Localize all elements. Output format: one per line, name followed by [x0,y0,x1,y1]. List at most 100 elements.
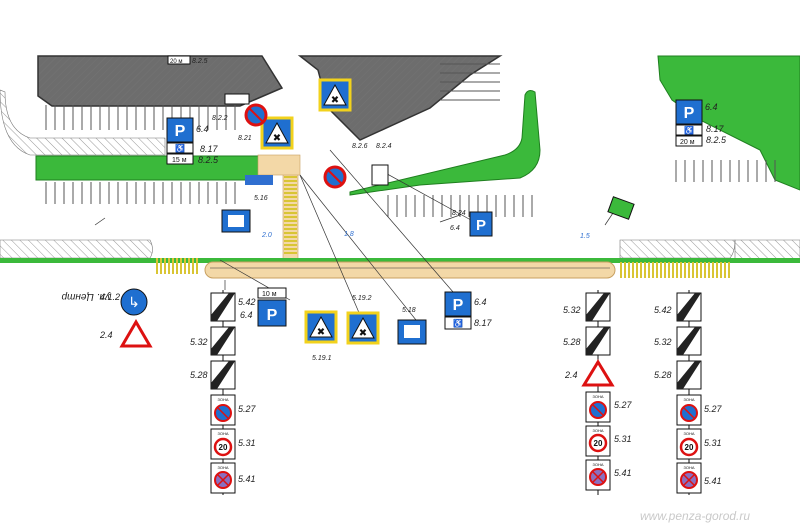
zone-no-stopping-cr[interactable]: ЗОНА 5.27 [585,391,633,423]
parking-stalls-right [670,160,780,182]
crossing-sign-median-a[interactable]: ✖ 5.19.1 [304,310,338,362]
watermark: www.penza-gorod.ru [640,509,750,523]
road-curb-top [0,239,800,263]
parking-sign-center-top[interactable]: P 6.4 [450,211,493,237]
zone-end-sign-r-1[interactable]: 5.42 [654,292,702,322]
crossing-sign-top-b[interactable]: ✖ [318,78,352,112]
zone-end-sign-cr-1[interactable]: 5.32 [563,292,611,322]
svg-text:P: P [684,105,695,122]
sidewalk-vertical [282,164,299,261]
main-road-median [0,258,800,279]
dim-label-c: 1.5 [580,233,590,240]
street-label: ул. Центр [61,291,111,302]
bus-median-code: 5.18 [402,307,416,314]
parking-sign-median[interactable]: P 10 м 6.4 [240,287,287,327]
svg-text:♿: ♿ [684,125,694,135]
parking-sign-median-right[interactable]: P ♿ 6.4 8.17 [444,291,493,330]
zone-end-sign-cr-2[interactable]: 5.28 [563,326,611,356]
parking-sign-right-plate-code: 8.17 [706,124,725,134]
crossing-median-a-code: 5.19.1 [312,355,332,362]
dim-label-b: 1.8 [344,231,354,238]
zone-plate-cr-b: ЗОНА [592,428,603,433]
zone-cr-4-code: 5.27 [614,400,633,410]
zone-column-center-right: 5.32 5.28 2.4 ЗОНА 5.27 ЗОНА 20 5.31 ЗО [563,290,633,495]
yield-sign-cr-code: 2.4 [564,370,578,380]
zone-plate-r-a: ЗОНА [683,397,694,402]
svg-text:✖: ✖ [273,133,281,144]
parking-sign-right-code: 6.4 [705,102,718,112]
zone-plate-cr-c: ЗОНА [592,462,603,467]
plate-car-code: 8.21 [238,135,252,142]
zone-end-r[interactable]: ЗОНА 5.41 [676,462,722,494]
green-island-right [657,55,800,191]
zone-plate-r-b: ЗОНА [683,431,694,436]
no-stopping-sign-top[interactable] [244,103,268,127]
keep-right-code: 4.1.2 [100,292,120,302]
parking-stalls-top-left [40,105,240,130]
zone-plate-left-b: ЗОНА [217,431,228,436]
zone-plate-cr-a: ЗОНА [592,394,603,399]
zone-speed-left[interactable]: ЗОНА 20 5.31 [210,428,256,460]
zone-plate-r-c: ЗОНА [683,465,694,470]
zone-end-cr[interactable]: ЗОНА 5.41 [585,459,632,491]
zone-r-4-code: 5.27 [704,404,723,414]
turn-ban-code: 8.2.2 [212,115,228,122]
zone-no-stopping-r[interactable]: ЗОНА 5.27 [676,394,723,426]
green-marker-sign [607,196,635,220]
zone-end-left[interactable]: ЗОНА 5.41 [210,462,256,494]
crossing-sign-median-b[interactable]: ✖ 5.19.2 [346,295,380,345]
zone-left-1-code: 5.42 [238,297,256,307]
green-island-left [35,155,261,181]
svg-text:✖: ✖ [359,328,367,339]
plate-20m-top: 20 м [170,59,182,65]
svg-text:✖: ✖ [317,327,325,338]
svg-text:♿: ♿ [175,143,185,153]
zone-left-6-code: 5.41 [238,474,256,484]
svg-text:P: P [267,307,278,324]
parking-sign-left-dist-code: 8.2.5 [198,155,219,165]
bus-sign-median[interactable]: 5.18 [397,307,427,345]
zone-end-sign-r-3[interactable]: 5.28 [654,360,702,390]
top-plate-cluster: 20 м 8.2.5 8.2.2 8.2.4 8.2.6 8.21 8.24 [167,55,466,217]
parking-sign-median-code: 6.4 [240,310,253,320]
yield-sign-left-code: 2.4 [99,330,113,340]
parking-sign-left[interactable]: P 6.4 ♿ 8.17 15 м 8.2.5 [166,117,219,165]
zone-speed-cr[interactable]: ЗОНА 20 5.31 [585,425,632,457]
zone-end-sign-left-3[interactable]: 5.28 [190,360,236,390]
parking-sign-center-top-code: 6.4 [450,225,460,232]
speed-value-left: 20 [219,443,228,452]
parking-stalls-top-center [440,62,500,102]
zone-plate-left-a: ЗОНА [217,397,228,402]
zone-end-sign-left-1[interactable]: 5.42 [210,292,256,322]
parking-sign-median-right-plate-code: 8.17 [474,318,493,328]
plate-15m: 15 м [172,157,187,164]
zone-no-stopping-left[interactable]: ЗОНА 5.27 [210,394,257,426]
keep-right-sign[interactable]: ↳ 4.1.2 [100,288,148,316]
zone-end-sign-r-2[interactable]: 5.32 [654,326,702,356]
crossing-sign-top-a[interactable]: ✖ [260,116,294,150]
parking-sign-right[interactable]: P 6.4 ♿ 8.17 20 м 8.2.5 [675,99,727,147]
plate-20m-right: 20 м [680,139,695,146]
yield-sign-cr[interactable]: 2.4 [564,359,615,387]
building-left [37,55,284,107]
hatched-curb-left [0,89,166,156]
svg-text:↳: ↳ [128,294,140,310]
svg-text:P: P [453,297,464,314]
speed-value-r: 20 [685,443,694,452]
no-stopping-sign-center[interactable] [323,165,347,189]
bus-sign-left[interactable]: 5.16 [221,195,268,233]
zone-cr-2-code: 5.28 [563,337,581,347]
dim-label-a: 2.0 [261,232,272,239]
svg-text:✖: ✖ [331,95,339,106]
zone-r-5-code: 5.31 [704,438,722,448]
zone-speed-r[interactable]: ЗОНА 20 5.31 [676,428,722,460]
parking-sign-right-dist-code: 8.2.5 [706,135,727,145]
zone-r-2-code: 5.32 [654,337,672,347]
pedestrian-crossings [155,258,730,278]
yield-sign-left[interactable]: 2.4 [99,319,153,348]
plate-reg-code: 8.2.4 [376,143,392,150]
bus-sign-left-code: 5.16 [254,195,268,202]
zone-end-sign-left-2[interactable]: 5.32 [190,326,236,356]
